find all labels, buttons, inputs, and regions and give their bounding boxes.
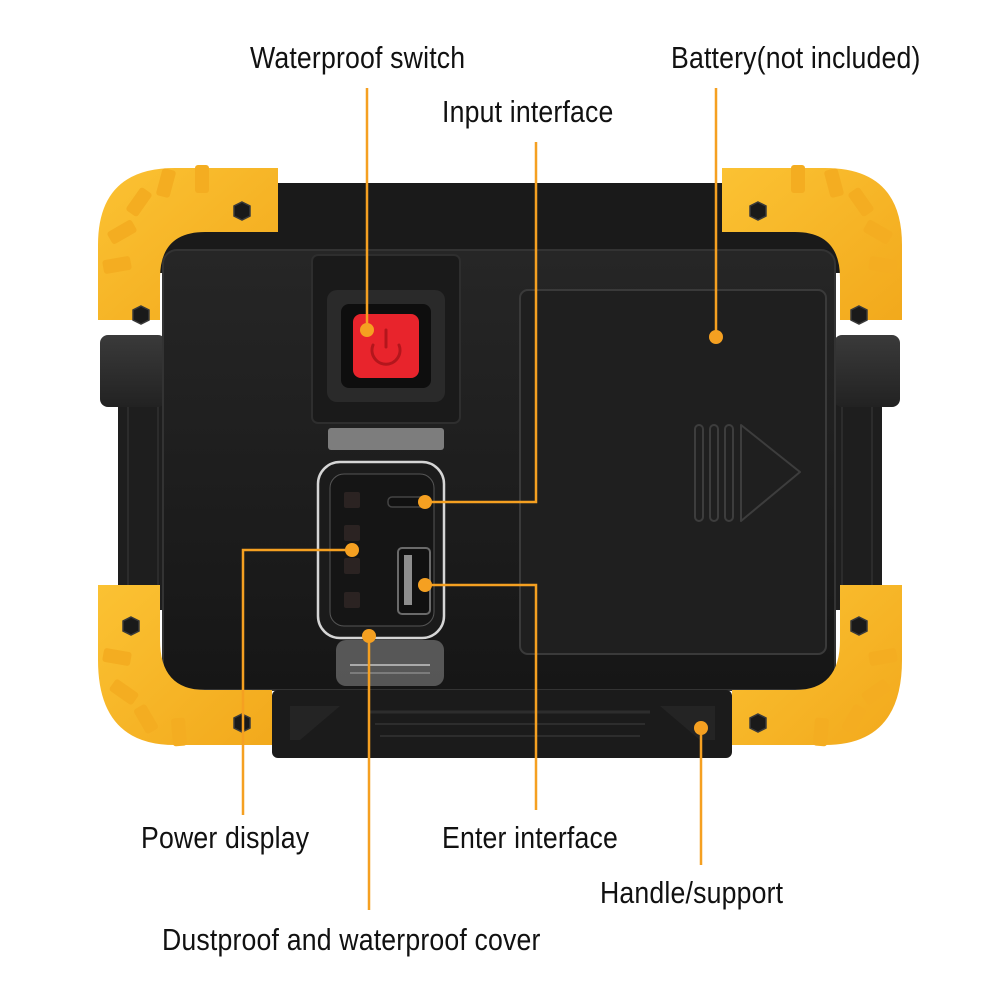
bumper-top-right xyxy=(722,165,902,320)
power-display-leds xyxy=(344,492,360,608)
label-enter-interface: Enter interface xyxy=(442,820,618,855)
bumper-top-left xyxy=(98,165,278,320)
callout-dots xyxy=(345,323,723,735)
slide-arrow-icon xyxy=(694,424,801,522)
battery-cover xyxy=(519,289,827,655)
usb-port-icon[interactable] xyxy=(397,547,431,615)
power-icon xyxy=(370,328,402,366)
bumper-bottom-left xyxy=(98,585,272,747)
label-handle-support: Handle/support xyxy=(600,875,784,910)
callout-lines xyxy=(241,88,718,910)
left-side-rail xyxy=(100,335,168,610)
power-button[interactable] xyxy=(353,314,419,378)
label-power-display: Power display xyxy=(141,820,310,855)
label-waterproof-switch: Waterproof switch xyxy=(250,40,466,75)
handle-support[interactable] xyxy=(272,690,732,758)
right-side-rail xyxy=(832,335,900,610)
label-input-interface: Input interface xyxy=(442,94,614,129)
label-battery: Battery(not included) xyxy=(671,40,921,75)
screws xyxy=(122,201,868,733)
label-dustproof-cover: Dustproof and waterproof cover xyxy=(162,922,541,957)
